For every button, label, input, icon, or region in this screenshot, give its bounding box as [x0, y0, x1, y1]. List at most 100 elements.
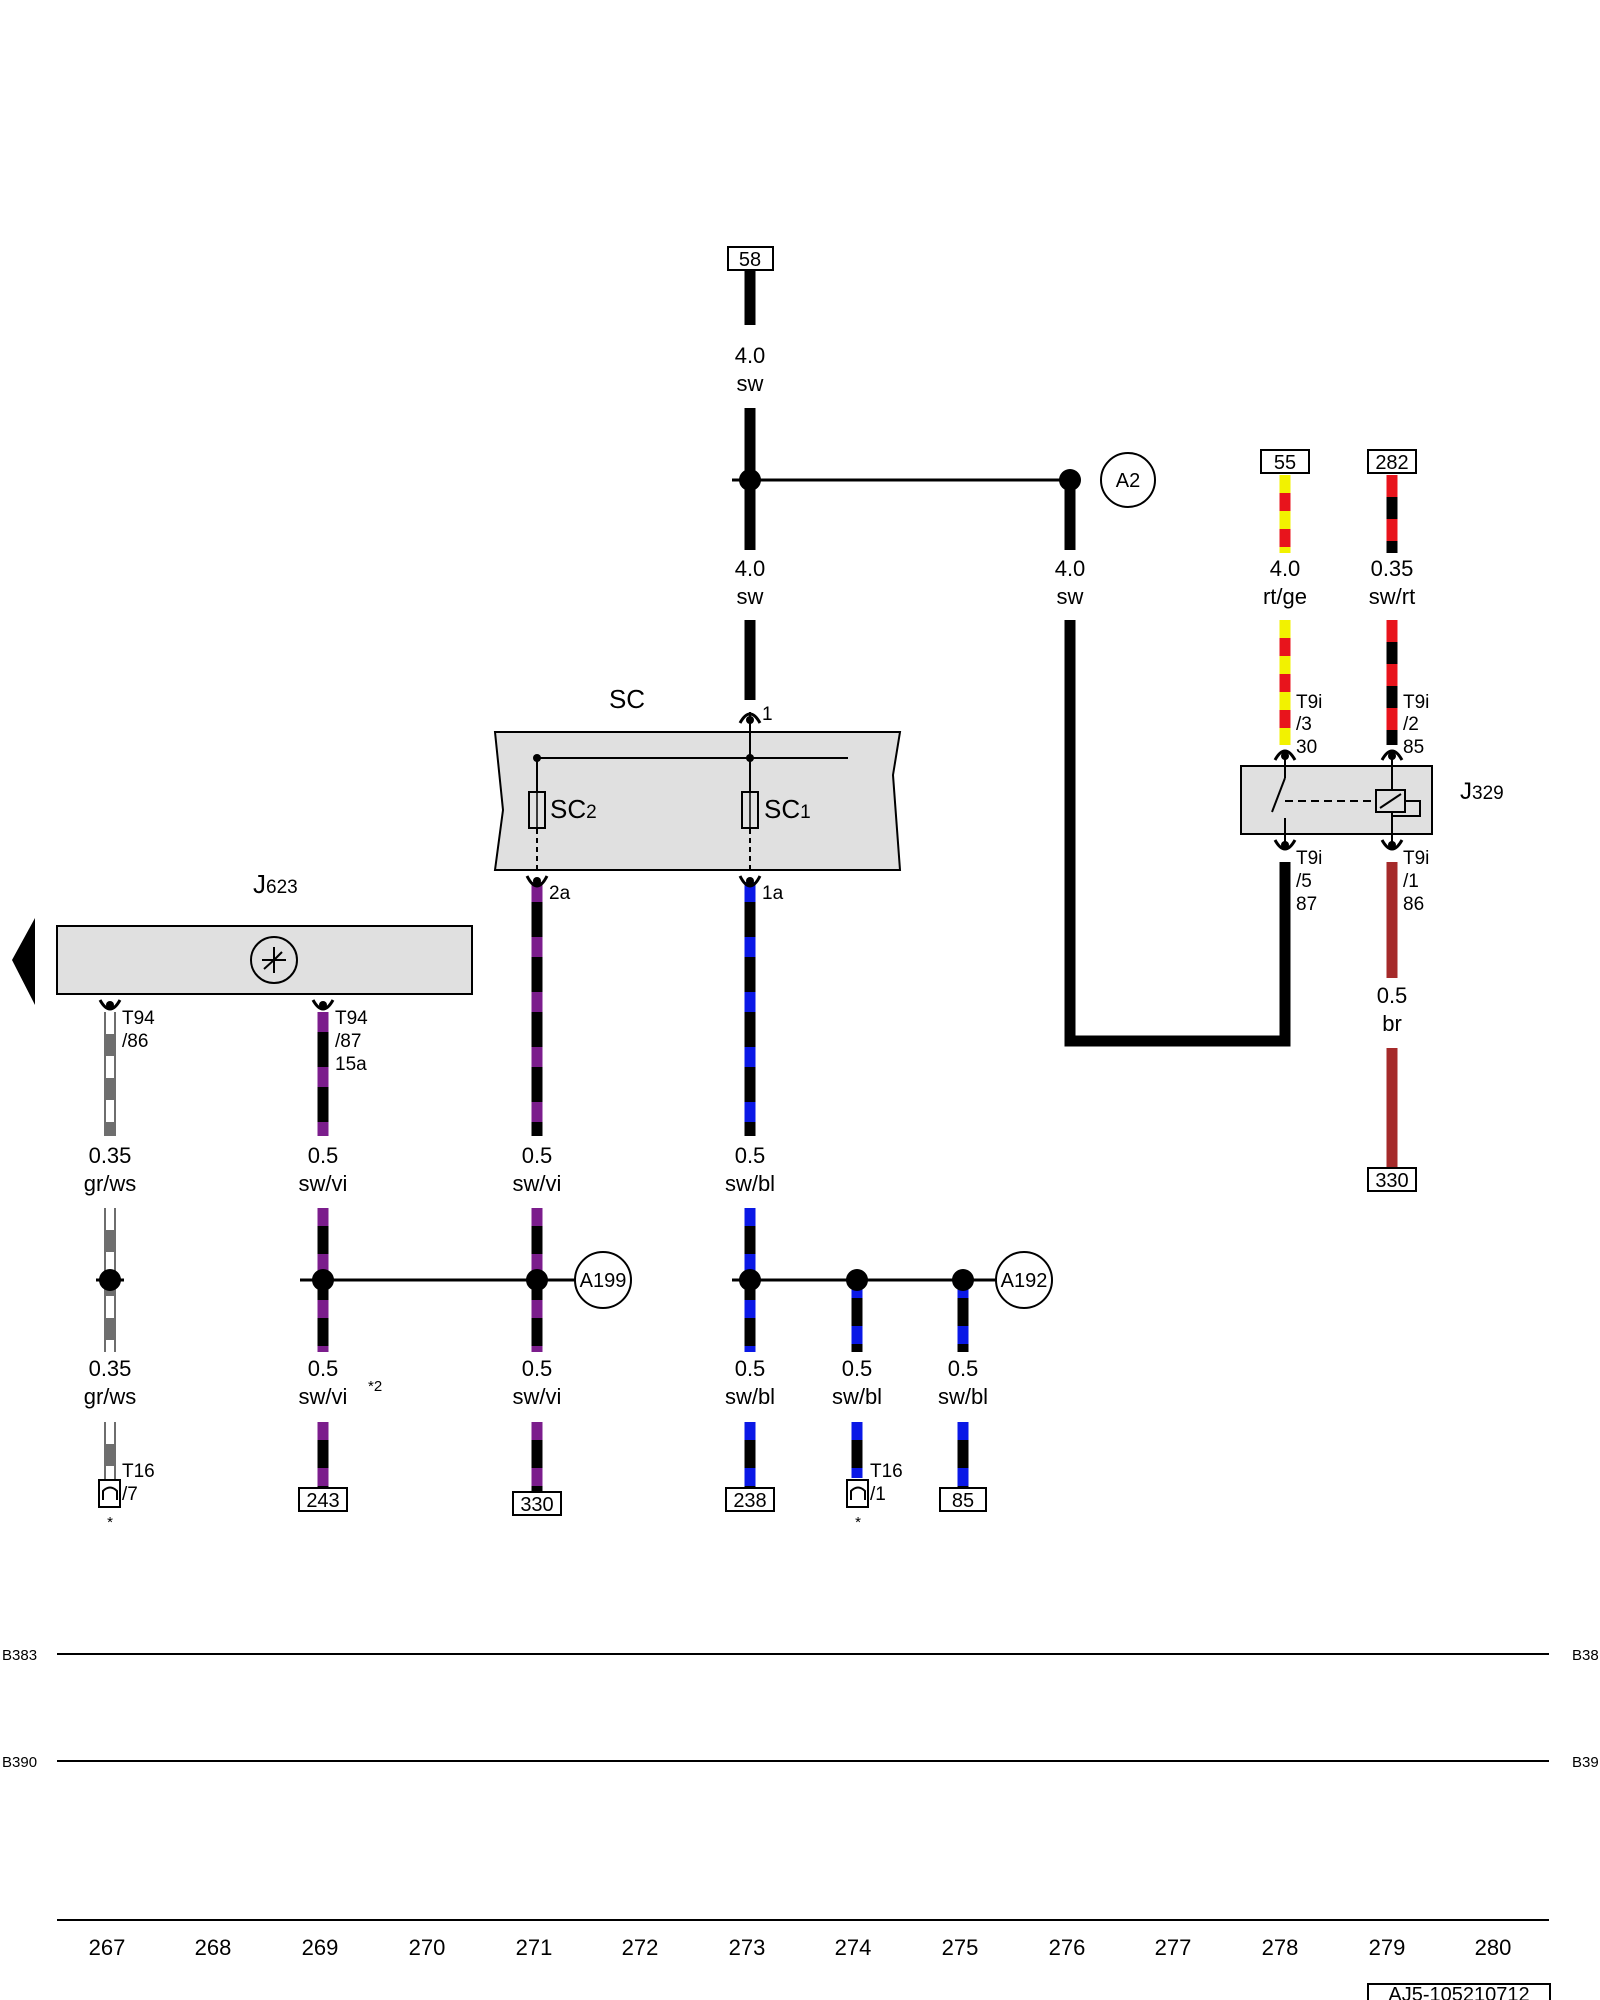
box-282: 282 [1367, 449, 1417, 474]
svg-text:0.5: 0.5 [308, 1143, 339, 1168]
svg-text:sw/vi: sw/vi [513, 1384, 562, 1409]
column-number: 267 [89, 1935, 126, 1960]
svg-text:238: 238 [733, 1490, 766, 1512]
svg-text:T9i: T9i [1403, 848, 1429, 869]
svg-text:B38: B38 [1572, 1647, 1599, 1664]
svg-text:243: 243 [306, 1490, 339, 1512]
j623-title: J623 [253, 869, 298, 899]
svg-text:0.5: 0.5 [735, 1356, 766, 1381]
column-number: 271 [516, 1935, 553, 1960]
svg-text:T9i: T9i [1296, 692, 1322, 713]
svg-text:0.5: 0.5 [1377, 983, 1408, 1008]
svg-text:AJ5-105210712: AJ5-105210712 [1388, 1984, 1529, 2000]
svg-text:/1: /1 [870, 1484, 886, 1505]
sc-pin-1: 1 [762, 704, 773, 725]
svg-text:/1: /1 [1403, 871, 1419, 892]
svg-text:85: 85 [952, 1490, 974, 1512]
svg-text:sw/bl: sw/bl [832, 1384, 882, 1409]
svg-text:87: 87 [1296, 894, 1317, 915]
svg-text:0.5: 0.5 [522, 1356, 553, 1381]
svg-text:sw: sw [737, 371, 764, 396]
svg-text:sw/rt: sw/rt [1369, 584, 1415, 609]
sc-title: SC [609, 684, 645, 714]
svg-text:0.5: 0.5 [948, 1356, 979, 1381]
junction-dot [846, 1269, 868, 1291]
semiconductor-icon [250, 936, 298, 984]
fuse-sc2-label: SC2 [550, 794, 597, 824]
svg-text:T94: T94 [122, 1008, 155, 1029]
svg-text:58: 58 [739, 249, 761, 271]
column-number: 280 [1475, 1935, 1512, 1960]
junction-dot [739, 1269, 761, 1291]
relay-j329: J329 T9i /3 30 T9i /2 85 T9i /5 87 T9i /… [1240, 692, 1504, 915]
column-number: 278 [1262, 1935, 1299, 1960]
bus-line-2: B390 B39 [2, 1754, 1599, 1771]
svg-text:sw: sw [1057, 584, 1084, 609]
svg-text:gr/ws: gr/ws [84, 1171, 137, 1196]
junction-dot [1059, 469, 1081, 491]
svg-text:0.5: 0.5 [522, 1143, 553, 1168]
svg-text:85: 85 [1403, 737, 1424, 758]
svg-text:0.35: 0.35 [89, 1143, 132, 1168]
svg-text:T94: T94 [335, 1008, 368, 1029]
box-243: 243 [298, 1487, 348, 1512]
j329-title: J329 [1460, 778, 1504, 805]
column-number: 269 [302, 1935, 339, 1960]
svg-text:sw/vi: sw/vi [299, 1171, 348, 1196]
svg-text:T16: T16 [122, 1461, 155, 1482]
ref-a199: A199 [574, 1251, 632, 1309]
svg-text:/3: /3 [1296, 714, 1312, 735]
box-55: 55 [1260, 449, 1310, 474]
svg-text:0.35: 0.35 [1371, 556, 1414, 581]
svg-text:/5: /5 [1296, 871, 1312, 892]
svg-text:4.0: 4.0 [1055, 556, 1086, 581]
svg-text:15a: 15a [335, 1054, 367, 1075]
box-58: 58 [727, 246, 774, 271]
junction-dot [739, 469, 761, 491]
svg-text:/87: /87 [335, 1031, 361, 1052]
control-unit-j623: J623 T94 /86 T94 /87 15a [12, 869, 473, 1075]
svg-text:0.5: 0.5 [735, 1143, 766, 1168]
ref-a192: A192 [995, 1251, 1053, 1309]
sc-pin-2a: 2a [549, 883, 571, 904]
column-number: 276 [1049, 1935, 1086, 1960]
svg-text:0.5: 0.5 [308, 1356, 339, 1381]
svg-text:rt/ge: rt/ge [1263, 584, 1307, 609]
column-numbers: 267 268 269 270 271 272 273 274 275 276 … [89, 1935, 1512, 1960]
box-85: 85 [939, 1487, 987, 1512]
bus-line-1: B383 B38 [2, 1647, 1599, 1664]
note-2: *2 [368, 1378, 382, 1395]
column-number: 272 [622, 1935, 659, 1960]
ref-a2-label: A2 [1116, 470, 1140, 492]
svg-text:B390: B390 [2, 1754, 37, 1771]
ref-a2: A2 [1100, 452, 1156, 508]
continuation-arrow-icon [12, 918, 35, 1005]
fuse-holder-sc: SC SC2 SC1 1 2a 1a [493, 684, 902, 904]
svg-text:B39: B39 [1572, 1754, 1599, 1771]
junction-dot [952, 1269, 974, 1291]
ref-a199-label: A199 [580, 1270, 627, 1292]
column-number: 274 [835, 1935, 872, 1960]
svg-text:sw/vi: sw/vi [513, 1171, 562, 1196]
wire-labels: 4.0 sw 4.0 sw 4.0 sw 4.0 rt/ge 0.35 sw/r… [84, 343, 1416, 1409]
svg-text:gr/ws: gr/ws [84, 1384, 137, 1409]
svg-text:T9i: T9i [1403, 692, 1429, 713]
junction-dot [312, 1269, 334, 1291]
box-238: 238 [725, 1487, 775, 1512]
fuse-sc1-label: SC1 [764, 794, 811, 824]
svg-text:/86: /86 [122, 1031, 148, 1052]
box-330: 330 [512, 1491, 562, 1516]
box-330-br: 330 [1367, 1167, 1417, 1192]
svg-text:B383: B383 [2, 1647, 37, 1664]
junction-dot [526, 1269, 548, 1291]
column-number: 277 [1155, 1935, 1192, 1960]
svg-text:T9i: T9i [1296, 848, 1322, 869]
column-number: 270 [409, 1935, 446, 1960]
svg-text:*: * [107, 1514, 113, 1531]
svg-text:30: 30 [1296, 737, 1317, 758]
document-id: AJ5-105210712 [1367, 1983, 1551, 2000]
connector-t16-7: T16 /7 * [98, 1461, 155, 1531]
column-number: 275 [942, 1935, 979, 1960]
sc-pin-1a: 1a [762, 883, 784, 904]
